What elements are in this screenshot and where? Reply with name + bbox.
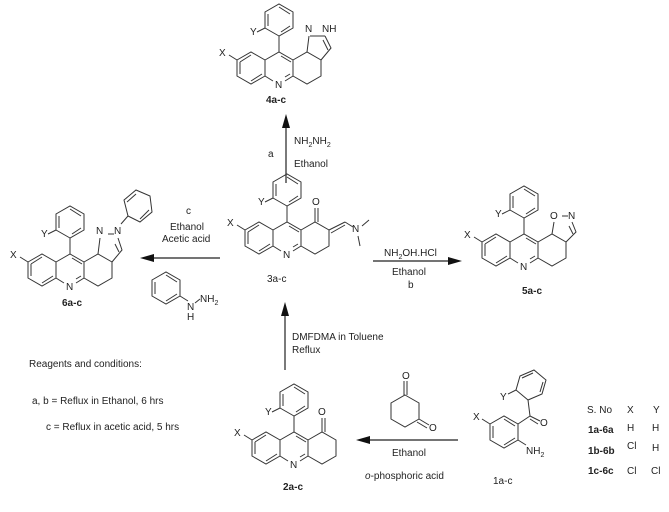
pyrazole-n: N xyxy=(305,24,312,35)
arrow-b-reagent: NH2OH.HCl xyxy=(384,248,437,261)
compound-3a-c: X Y N O N xyxy=(227,173,370,261)
compound-4a-c: X Y N N NH xyxy=(219,3,336,91)
substituent-table: S. No X Y 1a-6a H H 1b-6b Cl H 1c-6c Cl … xyxy=(587,405,660,477)
arrow-c: c Ethanol Acetic acid xyxy=(140,206,220,262)
pyrazole-n2: N xyxy=(114,226,121,237)
carbonyl-o: O xyxy=(318,407,326,418)
arrow-dmfdma: DMFDMA in Toluene Reflux xyxy=(281,302,384,370)
carbonyl-o: O xyxy=(312,197,320,208)
dione-o2: O xyxy=(429,423,437,434)
atom-n: N xyxy=(290,460,297,471)
label-3a-c: 3a-c xyxy=(267,274,286,285)
dione-o1: O xyxy=(402,371,410,382)
arrow-dmfdma-line2: Reflux xyxy=(292,345,320,356)
arrow-cond-catalyst: o-phosphoric acid xyxy=(365,471,444,482)
conditions-title: Reagents and conditions: xyxy=(29,359,142,370)
table-header-x: X xyxy=(627,405,634,416)
table-row-3-sno: 1c-6c xyxy=(588,466,614,477)
catalyst-rest: -phosphoric acid xyxy=(371,471,444,482)
conditions-line-1: a, b = Reflux in Ethanol, 6 hrs xyxy=(32,396,163,407)
hydrazine-nh2: NH2 xyxy=(200,294,218,307)
pyrazole-n1: N xyxy=(96,226,103,237)
table-row-1-x: H xyxy=(627,423,634,434)
atom-n: N xyxy=(66,282,73,293)
arrow-c-line1: Ethanol xyxy=(170,222,204,233)
atom-x: X xyxy=(473,412,480,423)
table-header-y: Y xyxy=(653,405,660,416)
arrow-condensation: Ethanol o-phosphoric acid xyxy=(356,436,458,482)
arrow-a-solvent: Ethanol xyxy=(294,159,328,170)
conditions-line-2: c = Reflux in acetic acid, 5 hrs xyxy=(46,422,179,433)
arrow-b: NH2OH.HCl Ethanol b xyxy=(373,248,462,291)
arrow-c-line2: Acetic acid xyxy=(162,234,210,245)
atom-x: X xyxy=(227,218,234,229)
atom-y: Y xyxy=(250,27,257,38)
label-4a-c: 4a-c xyxy=(266,95,286,106)
label-5a-c: 5a-c xyxy=(522,286,542,297)
table-row-2-x: Cl xyxy=(627,441,636,452)
atom-x: X xyxy=(234,428,241,439)
arrow-c-label: c xyxy=(186,206,191,217)
label-1a-c: 1a-c xyxy=(493,476,512,487)
atom-x: X xyxy=(219,48,226,59)
table-row-1-sno: 1a-6a xyxy=(588,425,614,436)
arrow-b-label: b xyxy=(408,280,414,291)
atom-y: Y xyxy=(265,407,272,418)
table-row-3-x: Cl xyxy=(627,466,636,477)
compound-6a-c: X Y N N N xyxy=(10,189,153,293)
atom-x: X xyxy=(10,250,17,261)
atom-n: N xyxy=(520,262,527,273)
compound-2a-c: X Y N O xyxy=(234,383,337,471)
arrow-a-reagent: NH2NH2 xyxy=(294,136,331,149)
ketone-o: O xyxy=(540,418,548,429)
hydrazine-h: H xyxy=(187,312,194,323)
arrow-a: a NH2NH2 Ethanol xyxy=(268,114,331,183)
table-header-sno: S. No xyxy=(587,405,612,416)
hydrazine-n: N xyxy=(187,302,194,313)
atom-n: N xyxy=(283,250,290,261)
atom-n: N xyxy=(275,80,282,91)
table-row-1-y: H xyxy=(652,423,659,434)
enamine-n: N xyxy=(352,224,359,235)
label-6a-c: 6a-c xyxy=(62,298,82,309)
phenylhydrazine: N H NH2 xyxy=(151,271,218,323)
table-row-2-y: H xyxy=(652,443,659,454)
atom-y: Y xyxy=(495,209,502,220)
atom-y: Y xyxy=(41,229,48,240)
arrow-a-label: a xyxy=(268,149,274,160)
cyclohexanedione: O O xyxy=(390,371,437,434)
atom-y: Y xyxy=(258,197,265,208)
atom-y: Y xyxy=(500,392,507,403)
isoxazole-o: O xyxy=(550,211,558,222)
table-row-2-sno: 1b-6b xyxy=(588,446,615,457)
arrow-cond-solvent: Ethanol xyxy=(392,448,426,459)
arrow-dmfdma-line1: DMFDMA in Toluene xyxy=(292,332,384,343)
table-row-3-y: Cl xyxy=(651,466,660,477)
catalyst-prefix: o xyxy=(365,471,371,482)
isoxazole-n: N xyxy=(568,211,575,222)
amine-nh2: NH2 xyxy=(526,446,544,459)
pyrazole-nh: NH xyxy=(322,24,336,35)
atom-x: X xyxy=(464,230,471,241)
arrow-b-solvent: Ethanol xyxy=(392,267,426,278)
compound-5a-c: X Y N O N xyxy=(464,185,577,273)
label-2a-c: 2a-c xyxy=(283,482,303,493)
compound-1a-c: X O Y NH2 xyxy=(473,369,548,459)
